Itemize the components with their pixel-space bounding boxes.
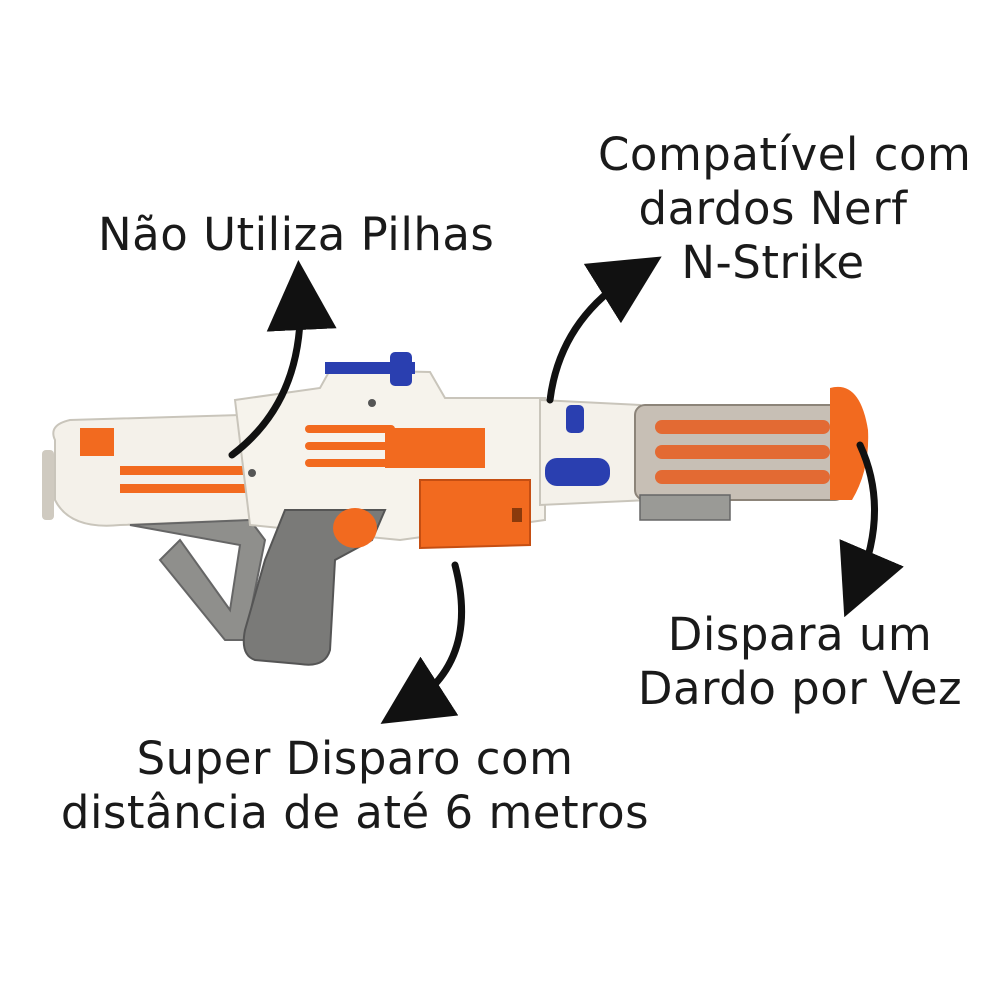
callout-single-shot: Dispara um Dardo por Vez [630,608,970,716]
callout-arrows [228,256,904,724]
callout-compatible-line2: dardos Nerf [638,182,908,235]
arrow-single-shot [839,441,904,618]
stock-brace [129,518,267,641]
blaster-grip [242,508,387,666]
blaster-stock [42,413,252,527]
arrow-compatible [546,256,662,404]
callout-range: Super Disparo com distância de até 6 met… [60,732,650,840]
front-housing [539,398,651,507]
callout-range-line1: Super Disparo com [136,732,574,785]
callout-range-line2: distância de até 6 metros [60,786,650,839]
barrel [634,386,869,521]
callout-no-batteries: Não Utiliza Pilhas [98,208,494,262]
top-sight [325,352,415,386]
callout-compatible-darts: Compatível com dardos Nerf N-Strike [598,128,972,290]
arrow-no-batteries [228,260,337,459]
callout-compatible-line1: Compatível com [598,128,972,181]
priming-block [419,479,531,550]
arrow-range [380,561,466,724]
callout-single-shot-line1: Dispara um [667,608,933,661]
callout-single-shot-line2: Dardo por Vez [637,662,963,715]
callout-compatible-line3: N-Strike [681,236,865,289]
callout-no-batteries-text: Não Utiliza Pilhas [98,208,495,261]
